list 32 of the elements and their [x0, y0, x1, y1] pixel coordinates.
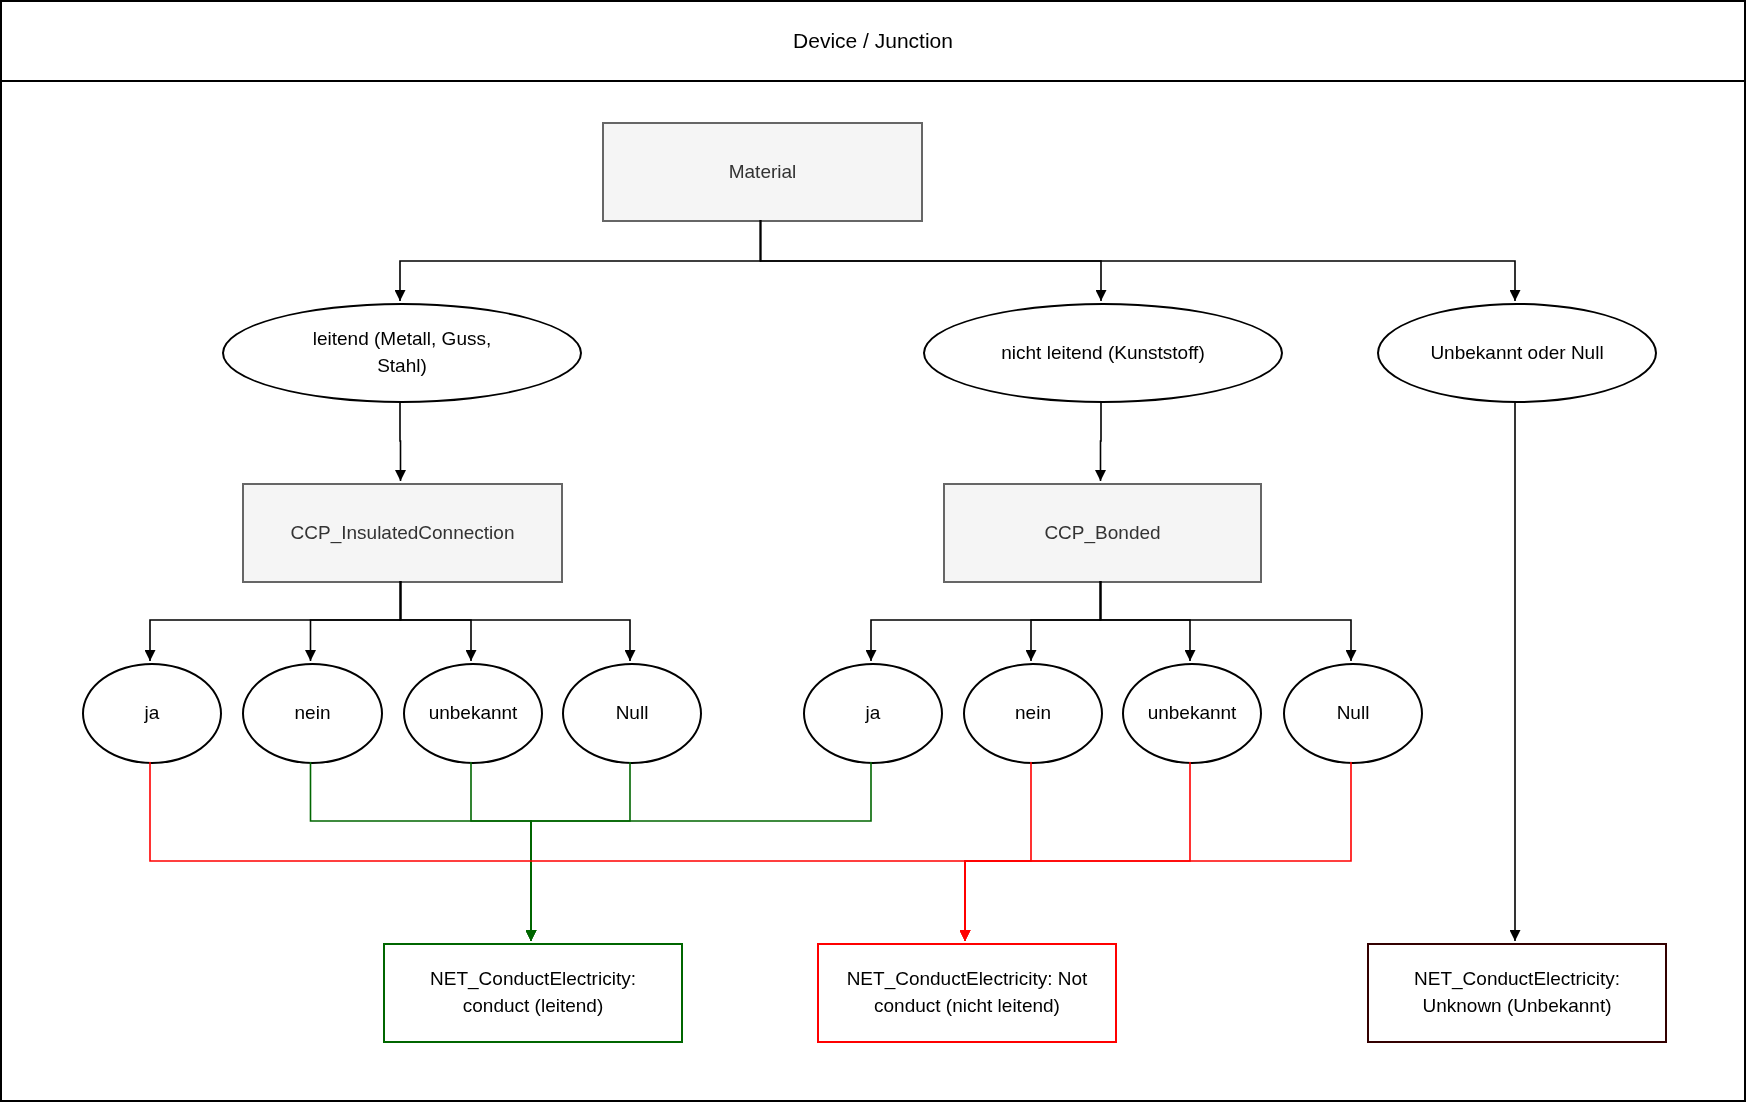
node-label: ja — [865, 701, 881, 726]
node-label: CCP_Bonded — [1044, 520, 1161, 546]
node-label: leitend (Metall, Guss, Stahl) — [311, 327, 493, 378]
connector-arrow — [759, 219, 1521, 302]
process-box — [602, 122, 923, 222]
result-box — [817, 943, 1117, 1043]
node-label: unbekannt — [428, 701, 518, 726]
connector-arrow — [395, 400, 406, 482]
header-title: Device / Junction — [793, 28, 953, 55]
connector-arrow — [525, 761, 872, 942]
node-label: NET_ConductElectricity: conduct (leitend) — [429, 967, 637, 1018]
connector-arrow — [1095, 400, 1106, 482]
process-box — [943, 483, 1262, 583]
node-label: NET_ConductElectricity: Unknown (Unbekannt) — [1413, 967, 1621, 1018]
result-box — [1367, 943, 1667, 1043]
node-label: Null — [615, 701, 649, 726]
node-label: unbekannt — [1147, 701, 1237, 726]
connector-arrow — [399, 580, 636, 662]
process-box — [242, 483, 563, 583]
node-label: nein — [294, 701, 331, 726]
connector-arrow — [1509, 400, 1521, 942]
node-label: ja — [144, 701, 160, 726]
node-label: Null — [1336, 701, 1370, 726]
node-label: nein — [1015, 701, 1051, 726]
result-box — [383, 943, 683, 1043]
connector-arrow — [1099, 580, 1357, 662]
node-label: NET_ConductElectricity: Not conduct (nicht leitend) — [845, 967, 1089, 1018]
node-label: nicht leitend (Kunststoff) — [1001, 340, 1205, 365]
node-label: Material — [728, 159, 797, 184]
connector-arrow — [959, 761, 1352, 942]
node-label: Unbekannt oder Null — [1430, 340, 1604, 365]
node-label: CCP_InsulatedConnection — [290, 520, 515, 546]
